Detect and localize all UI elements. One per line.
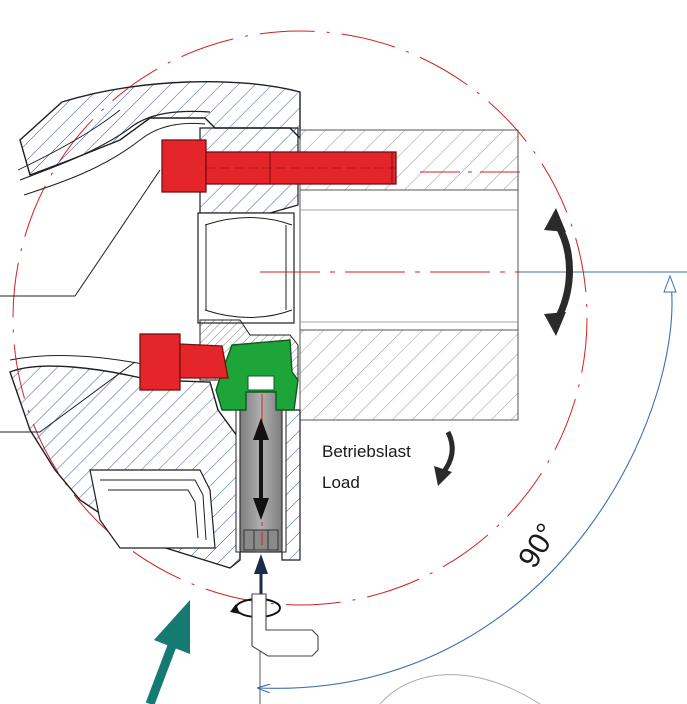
flange-bore [299,189,519,331]
locking-pin-foot [243,529,279,551]
load-arrow-head [434,466,452,486]
lower-housing-step-inner [100,479,207,541]
actuation-arrow-head [254,554,268,574]
upper-red-bolt [161,139,397,193]
upper-housing-inner-edge-3 [17,109,121,171]
green-clamp-slot [247,375,275,391]
teal-direction-arrow-head [154,600,190,654]
pin-travel-arrow-head-bottom [253,498,269,520]
bearing-roller-top [204,217,293,226]
rotation-arrow-head-bottom [544,312,566,336]
load-label-en: Load [322,473,360,492]
dimension-arc-90 [258,275,673,688]
leader-line-lower [0,361,136,433]
upper-housing-inner-edge [19,110,211,181]
background-contour [379,674,541,704]
rotation-arrow-head-top [544,208,566,232]
green-clamp [215,339,299,411]
load-label-de: Betriebslast [322,442,411,461]
bearing-ring [197,212,295,324]
rotate-symbol-head [230,604,240,614]
reference-circle [12,30,588,606]
bearing-roller-bottom [204,309,293,318]
pin-travel-arrow-head-top [253,418,269,440]
dimension-arrow-top [663,274,677,293]
lower-red-bolt [139,333,229,391]
leader-line-upper [0,169,161,297]
lower-housing-step-inner [108,489,199,539]
load-arrow [440,430,455,476]
actuation-key [251,593,319,657]
upper-housing-inner-edge-2 [23,122,206,196]
angle-label: 90° [512,518,564,574]
